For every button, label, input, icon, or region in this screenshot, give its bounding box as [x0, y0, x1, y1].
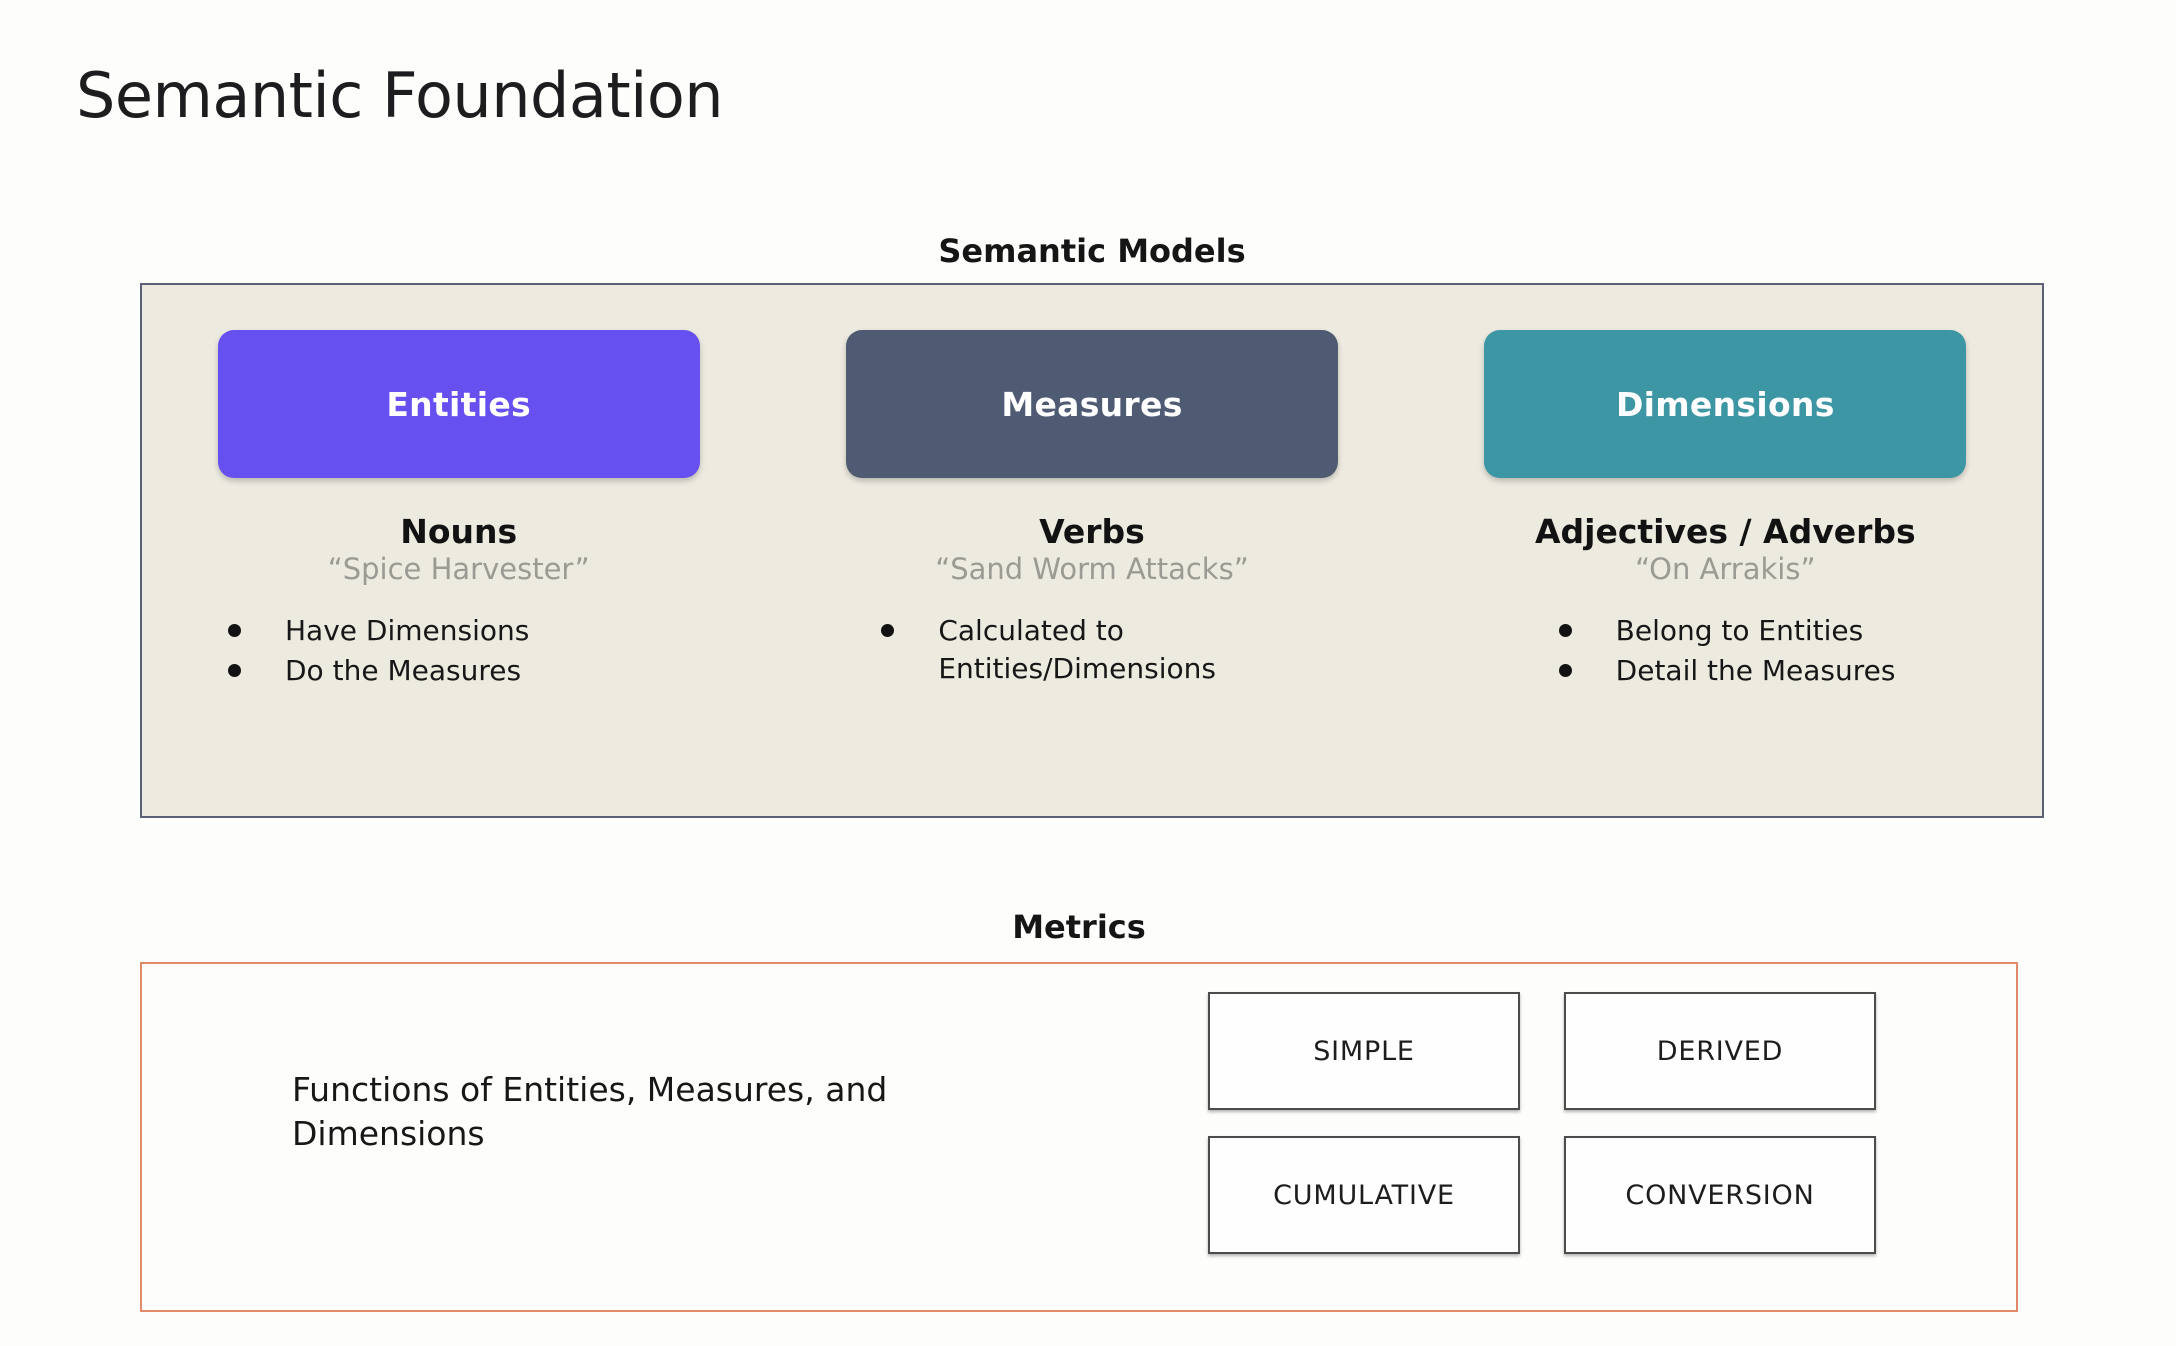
list-item: Calculated to Entities/Dimensions	[881, 612, 1261, 686]
metric-type-derived-label: DERIVED	[1656, 1035, 1784, 1067]
measures-part-of-speech: Verbs	[1039, 512, 1145, 551]
entities-chip-label: Entities	[386, 384, 531, 424]
semantic-model-column-dimensions: Dimensions Adjectives / Adverbs “On Arra…	[1409, 285, 2042, 816]
metrics-description: Functions of Entities, Measures, and Dim…	[292, 1070, 888, 1153]
metric-type-cumulative[interactable]: CUMULATIVE	[1208, 1136, 1520, 1254]
dimensions-bullet-list: Belong to Entities Detail the Measures	[1558, 612, 1899, 689]
measures-bullet-0: Calculated to Entities/Dimensions	[938, 614, 1216, 685]
dimensions-chip-label: Dimensions	[1615, 384, 1835, 424]
dimensions-chip[interactable]: Dimensions	[1484, 330, 1967, 478]
semantic-models-panel: Entities Nouns “Spice Harvester” Have Di…	[140, 283, 2044, 818]
metric-type-conversion[interactable]: CONVERSION	[1564, 1136, 1876, 1254]
dimensions-bullet-1: Detail the Measures	[1615, 653, 1896, 687]
list-item: Do the Measures	[228, 652, 558, 689]
entities-bullet-1: Do the Measures	[285, 653, 522, 687]
bullet-dot-icon	[1558, 663, 1572, 677]
metric-type-derived[interactable]: DERIVED	[1564, 992, 1876, 1110]
metrics-type-grid: SIMPLE DERIVED CUMULATIVE CONVERSION	[1208, 992, 1876, 1254]
page-title: Semantic Foundation	[76, 59, 724, 132]
dimensions-part-of-speech: Adjectives / Adverbs	[1534, 512, 1916, 551]
semantic-model-column-entities: Entities Nouns “Spice Harvester” Have Di…	[142, 285, 775, 816]
entities-example: “Spice Harvester”	[327, 551, 590, 586]
list-item: Have Dimensions	[228, 612, 558, 649]
metrics-section-title: Metrics	[1012, 908, 1146, 946]
entities-bullet-list: Have Dimensions Do the Measures	[228, 612, 558, 688]
measures-example: “Sand Worm Attacks”	[935, 551, 1249, 586]
measures-bullet-list: Calculated to Entities/Dimensions	[881, 612, 1261, 686]
list-item: Detail the Measures	[1558, 652, 1899, 689]
entities-bullet-0: Have Dimensions	[285, 614, 530, 648]
entities-chip[interactable]: Entities	[217, 330, 700, 478]
measures-chip-label: Measures	[1001, 384, 1183, 424]
semantic-models-section-title: Semantic Models	[938, 232, 1246, 270]
bullet-dot-icon	[881, 624, 895, 638]
list-item: Belong to Entities	[1558, 612, 1899, 649]
bullet-dot-icon	[228, 624, 241, 638]
bullet-dot-icon	[1558, 624, 1572, 638]
metric-type-simple[interactable]: SIMPLE	[1208, 992, 1520, 1110]
metrics-panel: Functions of Entities, Measures, and Dim…	[140, 962, 2018, 1312]
semantic-models-columns: Entities Nouns “Spice Harvester” Have Di…	[142, 285, 2042, 816]
measures-chip[interactable]: Measures	[845, 330, 1338, 478]
dimensions-bullet-0: Belong to Entities	[1615, 614, 1864, 648]
entities-part-of-speech: Nouns	[400, 512, 518, 551]
metric-type-cumulative-label: CUMULATIVE	[1273, 1179, 1455, 1211]
bullet-dot-icon	[228, 663, 241, 677]
dimensions-example: “On Arrakis”	[1635, 551, 1816, 586]
metric-type-conversion-label: CONVERSION	[1625, 1179, 1815, 1211]
metric-type-simple-label: SIMPLE	[1313, 1035, 1415, 1067]
semantic-model-column-measures: Measures Verbs “Sand Worm Attacks” Calcu…	[775, 285, 1408, 816]
